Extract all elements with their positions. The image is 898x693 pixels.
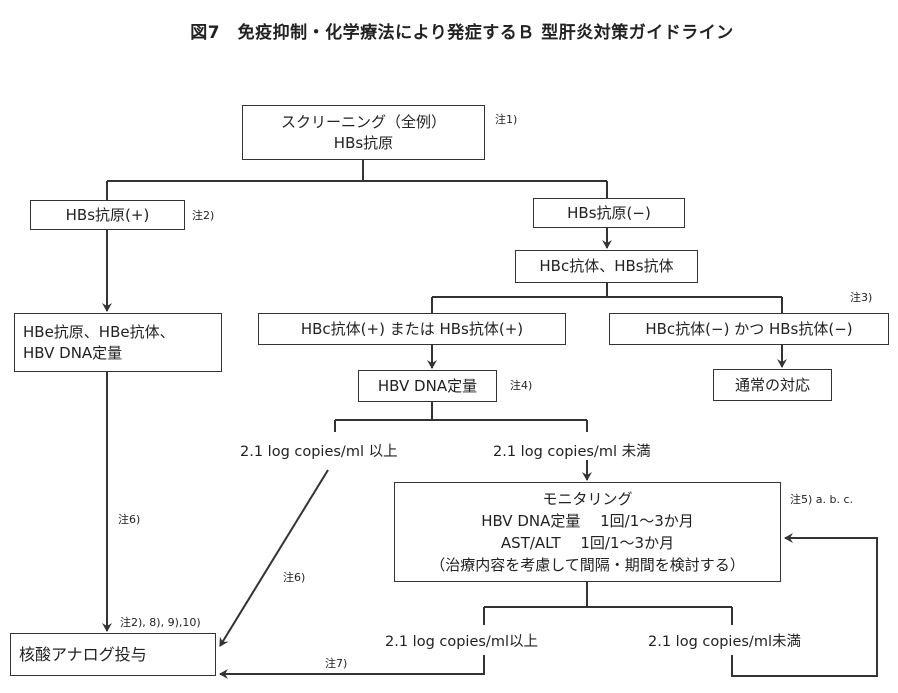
dna-high-label: 2.1 log copies/ml 以上 (240, 444, 398, 460)
note-3: 注3) (850, 291, 873, 304)
note-2: 注2) (192, 209, 215, 222)
hbe-tests-box: HBe抗原、HBe抗体、 HBV DNA定量 (14, 313, 222, 372)
note-5: 注5) a. b. c. (790, 493, 854, 506)
dna-low-label: 2.1 log copies/ml 未満 (493, 444, 651, 460)
hbs-positive-box: HBs抗原(+) (30, 200, 185, 230)
connector (483, 582, 733, 625)
nucleoside-analog-box: 核酸アナログ投与 (10, 633, 216, 676)
monitoring-dna: HBV DNA定量 1回/1〜3か月 (481, 512, 694, 530)
monitoring-note: （治療内容を考慮して間隔・期間を検討する） (430, 556, 745, 574)
connector (106, 160, 608, 200)
note-7: 注7) (325, 657, 348, 670)
arrow (219, 469, 329, 647)
note-1: 注1) (495, 113, 518, 126)
arrow (731, 533, 878, 677)
antibody-negative-box: HBc抗体(−) かつ HBs抗体(−) (609, 313, 889, 345)
note-6-left: 注6) (118, 513, 141, 526)
screening-label: スクリーニング（全例） (280, 112, 446, 131)
antibody-positive-label: HBc抗体(+) または HBs抗体(+) (300, 319, 524, 338)
usual-care-label: 通常の対応 (734, 375, 810, 394)
note-4: 注4) (510, 379, 533, 392)
hbe-tests-line2: HBV DNA定量 (23, 343, 123, 362)
connector (431, 283, 783, 313)
figure-title: 図7 免疫抑制・化学療法により発症するＢ 型肝炎対策ガイドライン (190, 23, 734, 43)
note-2-8-9-10: 注2), 8), 9),10) (120, 616, 201, 629)
hbs-negative-label: HBs抗原(−) (567, 203, 651, 222)
hbc-hbs-antibody-box: HBc抗体、HBs抗体 (515, 250, 698, 283)
hbs-negative-box: HBs抗原(−) (533, 198, 685, 228)
screening-sublabel: HBs抗原 (333, 133, 394, 152)
hbv-dna-box: HBV DNA定量 (358, 370, 497, 402)
hbs-positive-label: HBs抗原(+) (65, 205, 150, 224)
nucleoside-analog-label: 核酸アナログ投与 (19, 645, 147, 664)
monitoring-ast-alt: AST/ALT 1回/1〜3か月 (500, 534, 675, 552)
hbv-dna-label: HBV DNA定量 (377, 376, 478, 395)
hbe-tests-line1: HBe抗原、HBe抗体、 (23, 322, 175, 341)
antibody-positive-box: HBc抗体(+) または HBs抗体(+) (258, 313, 566, 345)
monitoring-title: モニタリング (542, 490, 633, 508)
note-6-diagonal: 注6) (283, 571, 306, 584)
monitor-low-label: 2.1 log copies/ml未満 (648, 634, 801, 650)
connector (334, 402, 588, 432)
arrow (219, 655, 485, 679)
monitoring-box: モニタリング HBV DNA定量 1回/1〜3か月 AST/ALT 1回/1〜3… (394, 482, 781, 582)
monitor-high-label: 2.1 log copies/ml以上 (385, 634, 538, 650)
usual-care-box: 通常の対応 (713, 369, 832, 401)
hbc-hbs-antibody-label: HBc抗体、HBs抗体 (539, 257, 674, 275)
antibody-negative-label: HBc抗体(−) かつ HBs抗体(−) (645, 319, 853, 338)
screening-box: スクリーニング（全例） HBs抗原 (242, 105, 485, 160)
